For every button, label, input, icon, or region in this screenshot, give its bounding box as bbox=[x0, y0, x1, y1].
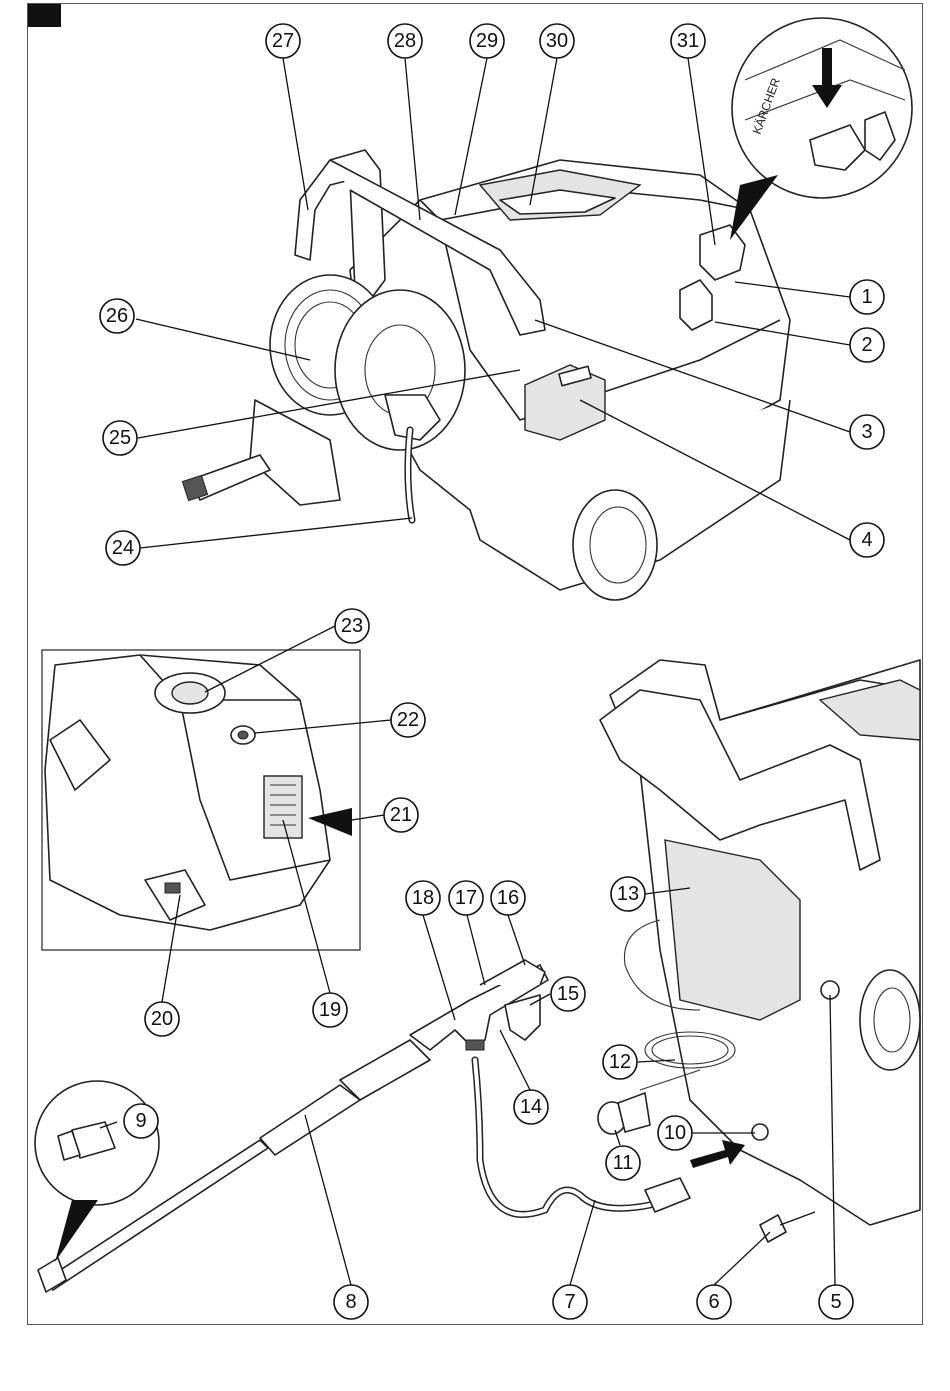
callout-7: 7 bbox=[553, 1285, 587, 1319]
svg-text:16: 16 bbox=[497, 887, 519, 909]
svg-text:31: 31 bbox=[677, 30, 699, 52]
svg-text:28: 28 bbox=[394, 30, 416, 52]
svg-text:8: 8 bbox=[345, 1291, 356, 1313]
svg-text:14: 14 bbox=[520, 1096, 542, 1118]
callout-25: 25 bbox=[103, 421, 137, 455]
callout-20: 20 bbox=[145, 1002, 179, 1036]
callout-11: 11 bbox=[606, 1146, 640, 1180]
callout-10: 10 bbox=[658, 1116, 692, 1150]
callout-3: 3 bbox=[850, 415, 884, 449]
callout-2: 2 bbox=[850, 328, 884, 362]
detail-inset-fuel-cap: KÄRCHER bbox=[730, 18, 912, 240]
callout-5: 5 bbox=[819, 1285, 853, 1319]
callout-28: 28 bbox=[388, 24, 422, 58]
svg-text:9: 9 bbox=[135, 1110, 146, 1132]
svg-text:22: 22 bbox=[397, 709, 419, 731]
svg-text:18: 18 bbox=[412, 887, 434, 909]
callout-31: 31 bbox=[671, 24, 705, 58]
svg-text:30: 30 bbox=[546, 30, 568, 52]
svg-text:27: 27 bbox=[272, 30, 294, 52]
callout-26: 26 bbox=[100, 299, 134, 333]
svg-text:25: 25 bbox=[109, 427, 131, 449]
svg-text:21: 21 bbox=[390, 804, 412, 826]
callout-15: 15 bbox=[551, 977, 585, 1011]
rear-unit-illustration bbox=[598, 660, 920, 1225]
svg-text:4: 4 bbox=[861, 529, 872, 551]
callout-24: 24 bbox=[106, 531, 140, 565]
detail-box-control-panel bbox=[42, 650, 360, 950]
callout-21: 21 bbox=[384, 798, 418, 832]
callout-18: 18 bbox=[406, 881, 440, 915]
svg-text:2: 2 bbox=[861, 334, 872, 356]
svg-text:20: 20 bbox=[151, 1008, 173, 1030]
svg-text:11: 11 bbox=[613, 1152, 634, 1174]
callout-23: 23 bbox=[335, 609, 369, 643]
callout-1: 1 bbox=[850, 280, 884, 314]
callout-14: 14 bbox=[514, 1090, 548, 1124]
callout-12: 12 bbox=[603, 1045, 637, 1079]
svg-text:17: 17 bbox=[455, 887, 477, 909]
svg-text:12: 12 bbox=[609, 1051, 631, 1073]
callout-13: 13 bbox=[611, 877, 645, 911]
callout-22: 22 bbox=[391, 703, 425, 737]
callout-16: 16 bbox=[491, 881, 525, 915]
callout-29: 29 bbox=[470, 24, 504, 58]
svg-text:10: 10 bbox=[664, 1122, 686, 1144]
svg-text:5: 5 bbox=[830, 1291, 841, 1313]
svg-text:15: 15 bbox=[557, 983, 579, 1005]
callout-9: 9 bbox=[124, 1104, 158, 1138]
callout-4: 4 bbox=[850, 523, 884, 557]
svg-text:1: 1 bbox=[861, 286, 872, 308]
svg-text:26: 26 bbox=[106, 305, 128, 327]
callout-17: 17 bbox=[449, 881, 483, 915]
svg-text:23: 23 bbox=[341, 615, 363, 637]
callout-30: 30 bbox=[540, 24, 574, 58]
svg-text:19: 19 bbox=[319, 999, 341, 1021]
svg-text:24: 24 bbox=[112, 537, 134, 559]
svg-text:29: 29 bbox=[476, 30, 498, 52]
svg-text:3: 3 bbox=[861, 421, 872, 443]
svg-text:6: 6 bbox=[708, 1291, 719, 1313]
main-unit-illustration bbox=[182, 150, 790, 600]
callout-27: 27 bbox=[266, 24, 300, 58]
callout-19: 19 bbox=[313, 993, 347, 1027]
svg-text:13: 13 bbox=[617, 883, 639, 905]
callout-6: 6 bbox=[697, 1285, 731, 1319]
svg-text:7: 7 bbox=[564, 1291, 575, 1313]
callout-8: 8 bbox=[334, 1285, 368, 1319]
